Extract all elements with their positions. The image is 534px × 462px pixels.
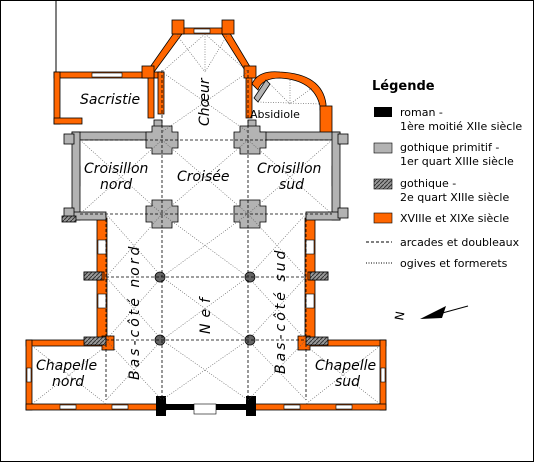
legend-gothique-primitif-line1: gothique primitif - [400,141,499,154]
ogives-formerets [31,33,381,405]
legend: Légende roman - 1ère moitié XIIe siècle … [366,79,522,270]
label-croisillon-nord-2: nord [100,177,132,193]
label-chapelle-sud-1: Chapelle [315,358,376,374]
label-croisillon-sud-1: Croisillon [257,161,321,177]
legend-ogives-line1: ogives et formerets [400,257,508,270]
compass-label: N [392,310,407,321]
legend-moderne-line1: XVIIIe et XIXe siècle [400,212,509,225]
compass-arrow-head [420,306,446,319]
label-bas-cote-nord: Bas-côté nord [127,244,143,380]
label-absidiole: Absidiole [250,108,300,121]
legend-swatch-moderne [373,212,393,224]
label-choeur: Chœur [197,77,213,126]
label-chapelle-sud-2: sud [335,374,360,390]
walls-roman [156,396,256,416]
legend-swatch-roman [374,107,392,117]
nave-pillars [154,271,256,346]
arcades-doubleaux [80,70,332,400]
legend-gothique-line1: gothique - [400,177,456,190]
label-sacristie: Sacristie [80,92,140,108]
legend-swatch-gothique [373,178,393,190]
legend-swatch-gothique-primitif [373,142,393,154]
label-bas-cote-sud: Bas-côté sud [273,248,289,374]
label-nef: Nef [198,292,214,334]
legend-gothique-line2: 2e quart XIIIe siècle [400,191,509,204]
legend-roman-line2: 1ère moitié XIIe siècle [400,120,522,133]
label-croisillon-nord-1: Croisillon [84,161,148,177]
label-chapelle-nord-2: nord [52,374,84,390]
legend-arcades-line1: arcades et doubleaux [400,236,520,249]
label-croisee: Croisée [177,169,230,185]
legend-roman-line1: roman - [400,106,443,119]
compass: N [392,305,469,322]
label-chapelle-nord-1: Chapelle [36,358,97,374]
legend-title: Légende [372,79,435,94]
legend-gothique-primitif-line2: 1er quart XIIIe siècle [400,155,514,168]
label-croisillon-sud-2: sud [279,177,304,193]
